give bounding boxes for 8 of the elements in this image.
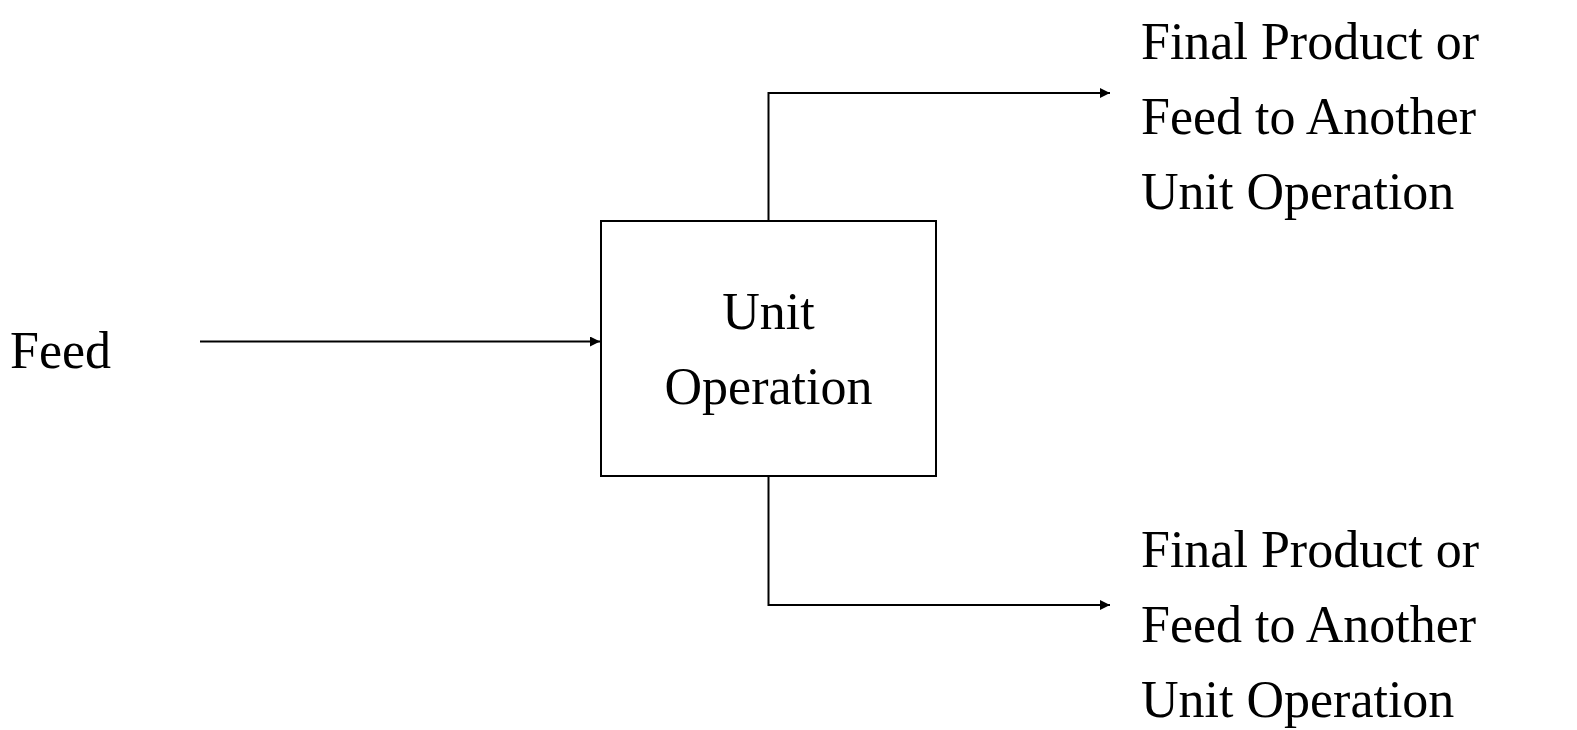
arrow — [767, 88, 1111, 221]
output-label: Final Product or Feed to Another Unit Operation — [1141, 12, 1480, 222]
arrow — [199, 336, 601, 347]
arrow — [767, 476, 1111, 610]
process-label: Unit Operation — [663, 281, 874, 417]
output-label: Final Product or Feed to Another Unit Operation — [1141, 520, 1480, 730]
node-label: Feed — [10, 320, 112, 381]
process-box — [600, 220, 937, 477]
